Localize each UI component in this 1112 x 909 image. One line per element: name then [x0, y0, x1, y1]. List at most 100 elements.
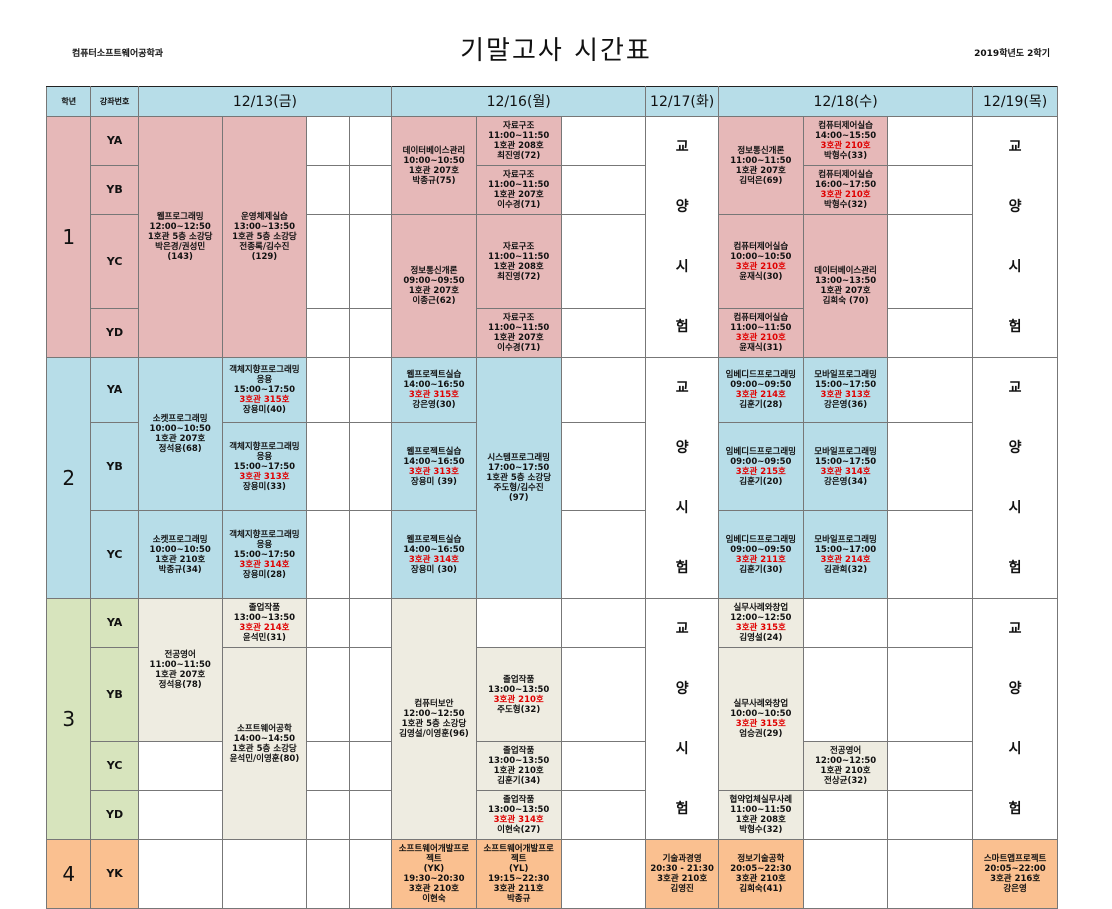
exam-cell-line: 졸업작품	[503, 674, 535, 685]
exam-cell-line: 박형수(32)	[739, 825, 783, 835]
exam-cell-line: 1호관 5층 소강당	[486, 473, 552, 483]
exam-cell-line: 15:00~17:50	[814, 456, 877, 467]
exam-cell-line: 12:00~12:50	[814, 756, 877, 766]
col-day-5: 12/19(목)	[972, 86, 1058, 117]
exam-cell-line: 1호관 5층 소강당	[401, 719, 467, 729]
exam-cell-line: 임베디드프로그래밍	[725, 370, 797, 381]
exam-cell-line: 주도형/김수진	[493, 483, 544, 493]
section-code: YB	[90, 647, 139, 742]
exam-cell-line: 1호관 5층 소강당	[232, 743, 297, 754]
semester-label: 2019학년도 2학기	[974, 49, 1050, 59]
exam-cell-line: 자료구조	[503, 313, 535, 323]
exam-cell-line: 1호관 5층 소강당	[232, 232, 297, 242]
exam-cell-line: (97)	[508, 493, 529, 503]
section-code: YA	[90, 116, 139, 166]
exam-cell-line: 12:00~12:50	[730, 613, 792, 623]
exam-cell-line: 13:00~13:50	[233, 613, 296, 623]
exam-cell-line: 기술과경영	[662, 854, 702, 864]
exam-cell-line: 웹프로젝트실습	[406, 370, 462, 381]
exam-cell-line: 젝트	[510, 854, 527, 864]
exam-cell-line: 3호관 315호	[239, 395, 290, 406]
exam-cell-line: 스마트앱프로젝트	[983, 854, 1047, 864]
exam-cell-line: 이현숙(27)	[497, 825, 541, 835]
exam-cell-line: 소프트웨어공학	[237, 723, 292, 734]
exam-cell-line: 김영설/이영훈(96)	[399, 729, 469, 739]
section-code: YD	[90, 308, 139, 358]
exam-cell-line: 이종근(62)	[412, 296, 456, 306]
exam-cell-line: 3호관 210호	[735, 333, 786, 343]
exam-cell-line: 3호관 214호	[735, 390, 786, 401]
exam-cell-line: 11:00~11:50	[488, 323, 550, 333]
exam-cell-line: 임베디드프로그래밍	[725, 446, 797, 457]
exam-cell-line: 엄승권(29)	[739, 729, 783, 739]
exam-cell-line: 강은영(30)	[412, 400, 456, 411]
exam-cell-line: 박은경/권성민	[155, 242, 206, 252]
exam-cell-line: 3호관 210호	[657, 874, 708, 884]
exam-cell-line: 16:00~17:50	[814, 180, 877, 190]
exam-cell-line: 컴퓨터보안	[414, 699, 454, 709]
exam-cell-line: 1호관 210호	[155, 554, 206, 565]
exam-cell-line: 3호관 214호	[239, 623, 290, 633]
section-code: YA	[90, 356, 139, 424]
section-code: YA	[90, 598, 139, 648]
section-code: YB	[90, 165, 139, 215]
col-day-2: 12/16(월)	[391, 86, 647, 117]
exam-cell-line: 11:00~11:50	[730, 155, 792, 166]
exam-cell-line: 20:30 - 21:30	[650, 864, 714, 874]
exam-cell-line: 3호관 216호	[990, 874, 1041, 884]
exam-cell-line: 3호관 210호	[820, 141, 871, 151]
exam-cell-line: 객체지향프로그래밍	[229, 365, 300, 376]
exam-cell-line: 김영진	[670, 884, 694, 894]
exam-cell-line: 윤석민/이영훈(80)	[229, 753, 300, 764]
exam-cell-line: 모바일프로그래밍	[814, 534, 877, 545]
exam-cell-line: 모바일프로그래밍	[814, 370, 877, 381]
exam-cell-line: 12:00~12:50	[403, 709, 465, 719]
exam-cell-line: (YK)	[423, 864, 445, 874]
exam-cell-line: 3호관 215호	[735, 466, 786, 477]
exam-cell-line: 김덕은(69)	[739, 175, 783, 186]
exam-cell-line: 1호관 210호	[820, 766, 871, 776]
exam-cell-line: 15:00~17:00	[814, 544, 877, 555]
dept-name: 컴퓨터소프트웨어공학과	[72, 49, 164, 59]
year-label: 3	[45, 598, 92, 840]
section-code: YC	[90, 741, 139, 791]
exam-cell-line: 김영설(24)	[739, 633, 783, 643]
exam-cell-line: 박종규	[506, 894, 531, 904]
exam-cell-line: 09:00~09:50	[403, 276, 465, 286]
exam-cell-line: 3호관 210호	[820, 190, 871, 200]
exam-cell-line: 13:00~13:50	[233, 222, 296, 232]
exam-cell-line: 시스템프로그래밍	[487, 453, 550, 463]
exam-cell-line: 09:00~09:50	[730, 544, 792, 555]
exam-cell-line: 박형수(32)	[824, 200, 868, 210]
col-day-3: 12/17(화)	[645, 86, 719, 117]
exam-cell-line: 소켓프로그래밍	[152, 534, 208, 545]
exam-cell-line: 최진영(72)	[497, 271, 541, 282]
exam-cell-line: 09:00~09:50	[730, 456, 792, 467]
exam-cell-line: 이수경(71)	[497, 200, 541, 210]
exam-cell-line: 14:00~14:50	[233, 733, 296, 744]
exam-cell-line: 강은영	[1003, 884, 1027, 894]
exam-cell-line: 11:00~11:50	[730, 323, 792, 333]
exam-cell-line: 15:00~17:50	[233, 385, 296, 396]
exam-cell-line: 20:05~22:00	[984, 864, 1046, 874]
exam-cell-line: 젝트	[426, 854, 442, 864]
exam-cell-line: 소켓프로그래밍	[152, 414, 208, 424]
exam-cell-line: 김훈기(28)	[739, 400, 783, 411]
